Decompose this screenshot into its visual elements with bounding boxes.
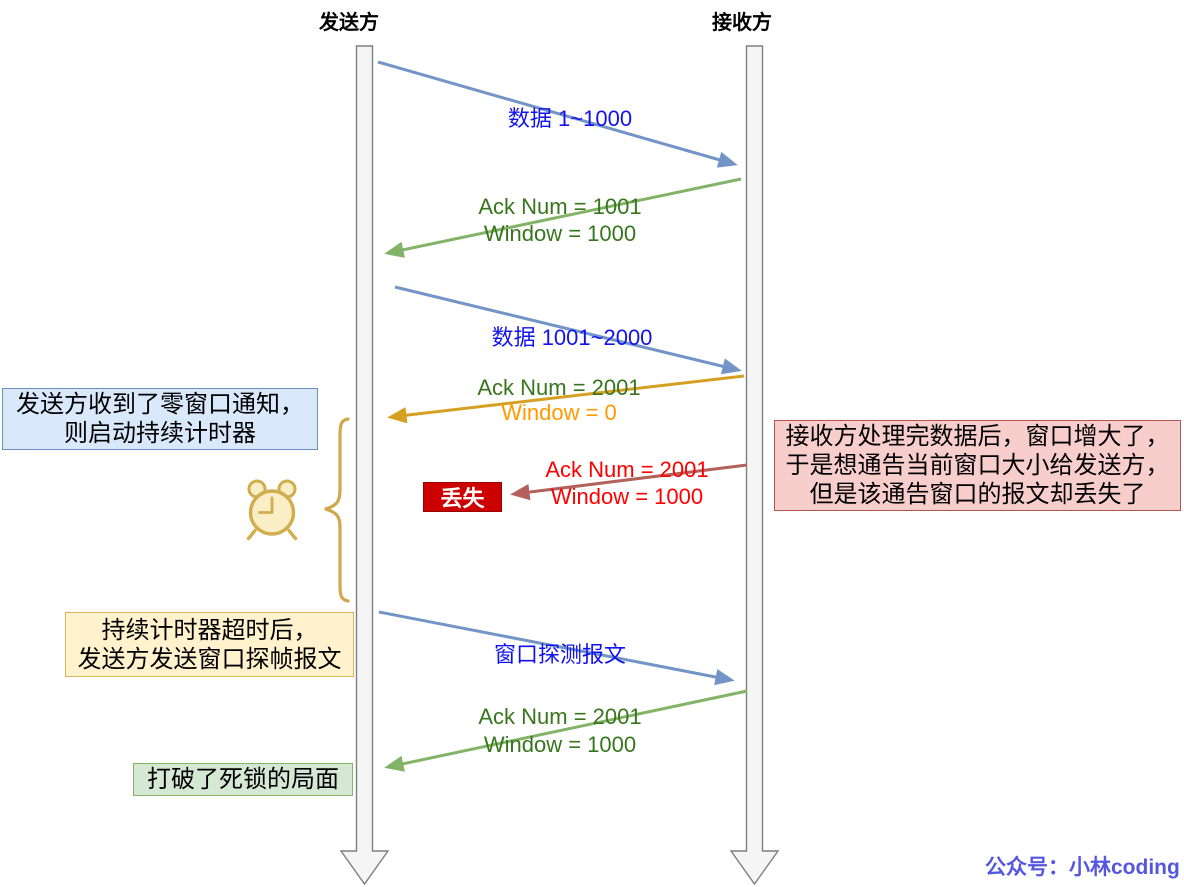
- receiver-lifeline: [729, 45, 780, 886]
- label-probe-ack: Ack Num = 2001 Window = 1000: [478, 703, 641, 759]
- probe-ack-window-line: Window = 1000: [483, 732, 637, 757]
- lost-badge: 丢失: [423, 482, 502, 512]
- watermark: 公众号：小林coding: [985, 856, 1180, 879]
- note-receiver-line1: 接收方处理完数据后，窗口增大了，: [785, 423, 1170, 450]
- label-window-probe: 窗口探测报文: [493, 642, 627, 667]
- note-receiver-line2: 于是想通告当前窗口大小给发送方，: [785, 452, 1170, 479]
- note-timeout-line1: 持续计时器超时后，: [101, 616, 318, 644]
- receiver-title: 接收方: [712, 12, 772, 34]
- sender-title: 发送方: [319, 12, 379, 34]
- note-deadlock-broken: 打破了死锁的局面: [133, 763, 353, 796]
- label-data-1-1000: 数据 1~1000: [507, 106, 633, 131]
- note-receiver-window-lost: 接收方处理完数据后，窗口增大了， 于是想通告当前窗口大小给发送方， 但是该通告窗…: [774, 420, 1181, 511]
- arrow-data-1-1000: [377, 60, 738, 168]
- arrow-lost-window-update: [510, 463, 748, 501]
- probe-ack-ack-line: Ack Num = 2001: [478, 704, 642, 729]
- note-timer-timeout: 持续计时器超时后， 发送方发送窗口探帧报文: [65, 612, 354, 677]
- arrow-probe-ack: [384, 689, 748, 772]
- persistence-timer-brace: [324, 417, 350, 603]
- note-receiver-line3: 但是该通告窗口的报文却丢失了: [809, 481, 1146, 508]
- sender-lifeline: [339, 45, 390, 886]
- arrow-window-probe: [378, 610, 735, 686]
- note-timeout-line2: 发送方发送窗口探帧报文: [77, 645, 342, 673]
- lost-update-ack-line: Ack Num = 2001: [545, 457, 709, 482]
- note-persistence-line2: 则启动持续计时器: [64, 420, 256, 447]
- label-lost-window-update: Ack Num = 2001 Window = 1000: [545, 456, 708, 510]
- arrow-zero-window: [387, 374, 745, 424]
- alarm-clock-icon: [246, 479, 298, 541]
- zero-window-ack-line: Ack Num = 2001: [477, 375, 641, 400]
- label-zero-window: Ack Num = 2001 Window = 0: [477, 375, 640, 425]
- label-data-1001-2000: 数据 1001~2000: [491, 325, 653, 350]
- arrow-ack-1001: [384, 177, 742, 258]
- ack-1001-ack-line: Ack Num = 1001: [478, 194, 642, 219]
- note-deadlock-line: 打破了死锁的局面: [147, 766, 339, 793]
- note-persistence-timer: 发送方收到了零窗口通知， 则启动持续计时器: [2, 388, 318, 450]
- zero-window-window-line: Window = 0: [501, 400, 617, 425]
- ack-1001-window-line: Window = 1000: [483, 221, 637, 246]
- label-ack-1001: Ack Num = 1001 Window = 1000: [478, 193, 641, 247]
- arrow-data-1001-2000: [394, 285, 742, 375]
- note-persistence-line1: 发送方收到了零窗口通知，: [16, 391, 304, 418]
- lost-update-window-line: Window = 1000: [550, 484, 704, 509]
